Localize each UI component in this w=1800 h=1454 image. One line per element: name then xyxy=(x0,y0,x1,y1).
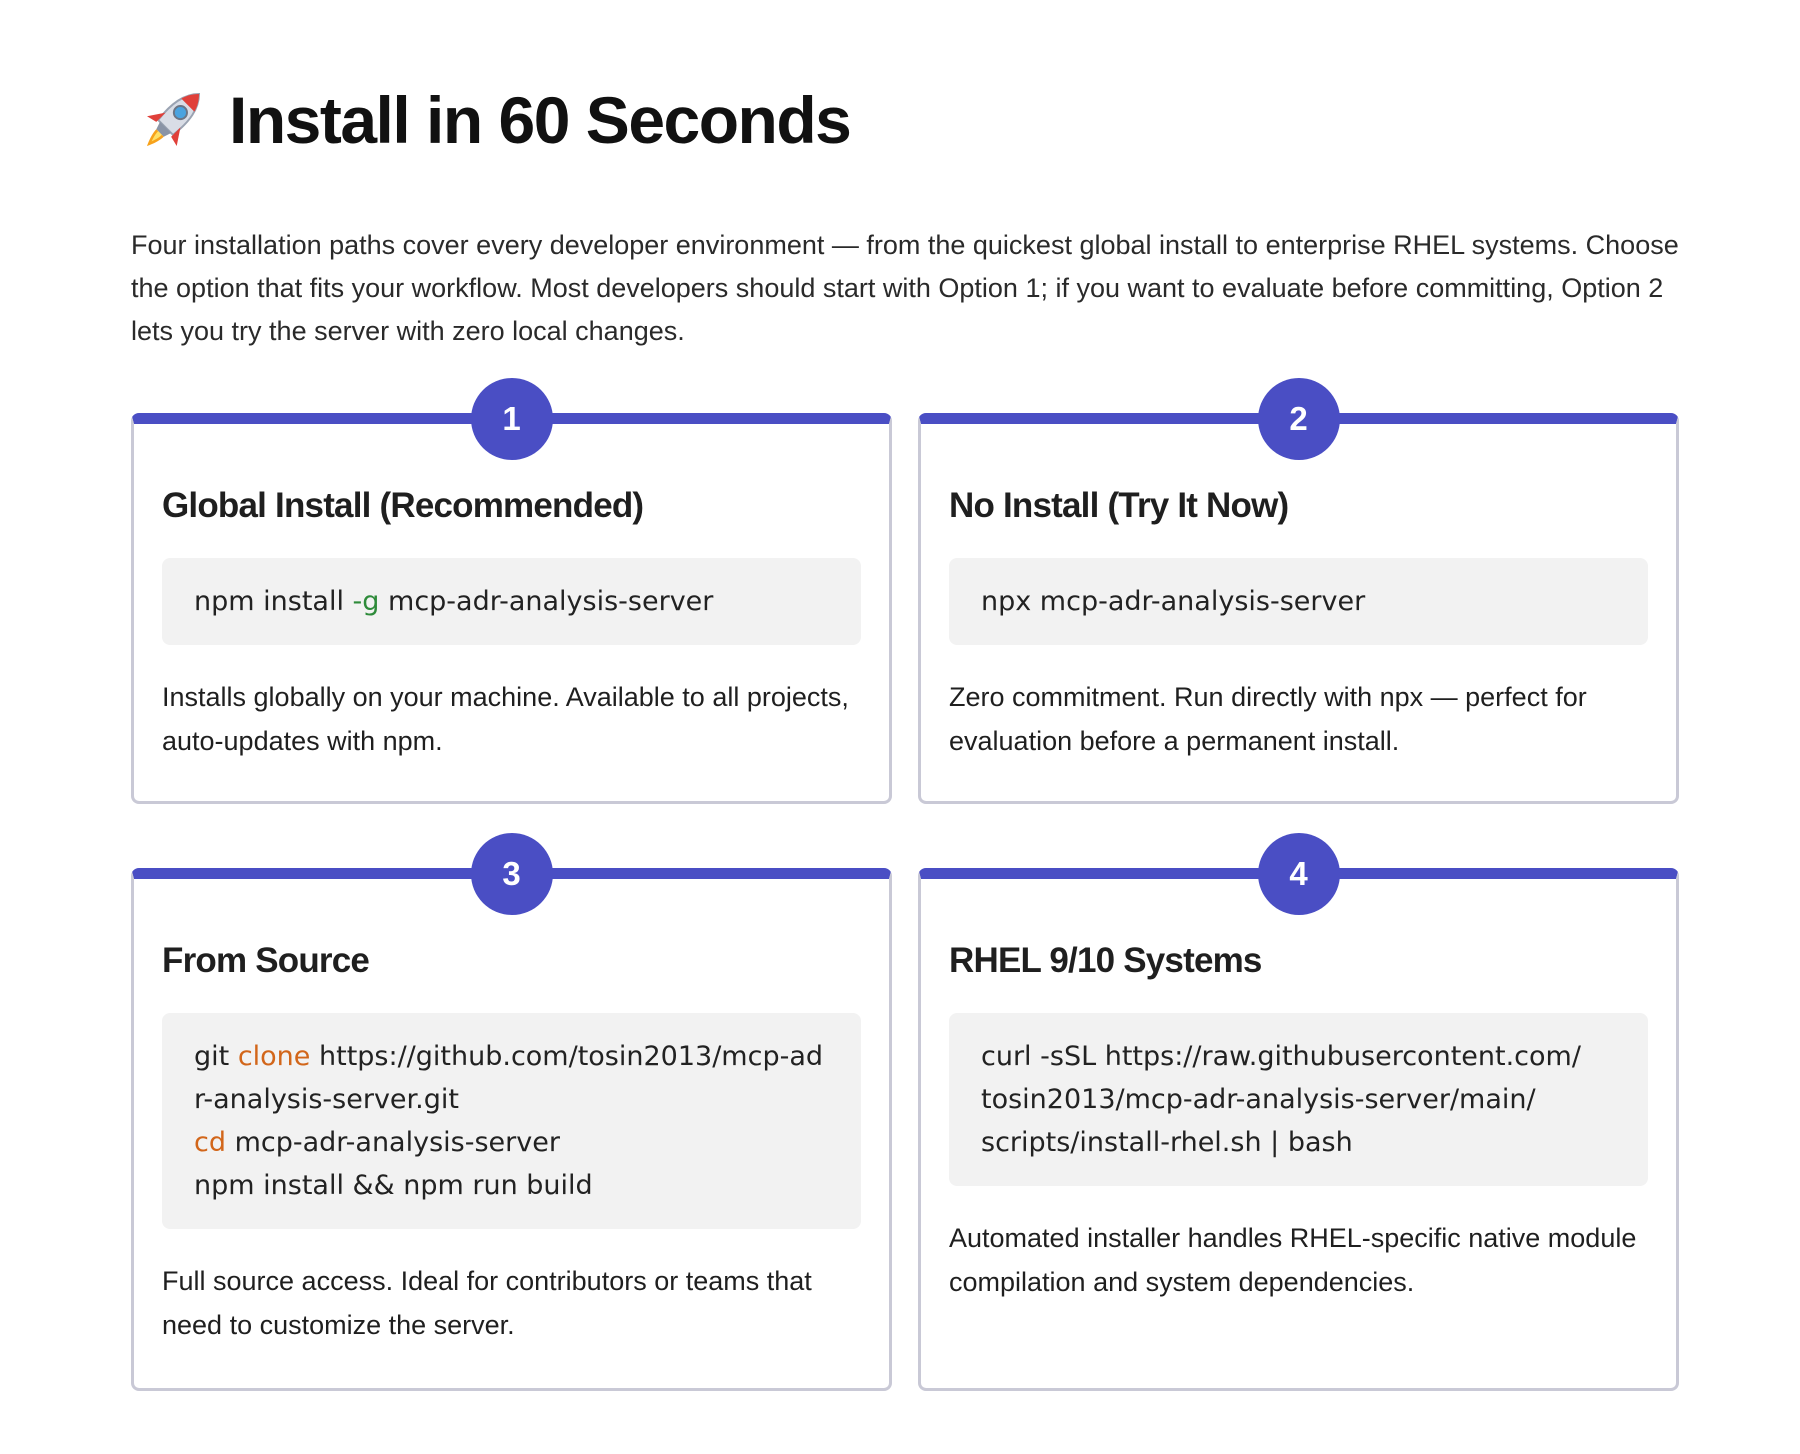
step-badge: 4 xyxy=(1257,833,1340,915)
code-line: tosin2013/mcp-adr-analysis-server/main/ xyxy=(981,1084,1536,1115)
code-text: https://github.com/tosin2013/mcp-adr-ana… xyxy=(194,1041,824,1115)
title-row: Install in 60 Seconds xyxy=(131,70,1679,170)
code-text: mcp-adr-analysis-server xyxy=(225,1127,560,1158)
card-title: From Source xyxy=(162,941,370,980)
rocket-icon xyxy=(131,78,215,162)
step-badge: 3 xyxy=(470,833,553,915)
card-description: Automated installer handles RHEL-specifi… xyxy=(949,1223,1637,1297)
option-card-from-source: 3 From Source git clone https://github.c… xyxy=(131,833,892,1391)
code-text: npx mcp-adr-analysis-server xyxy=(981,586,1366,617)
code-block[interactable]: npx mcp-adr-analysis-server xyxy=(949,558,1648,645)
card-description: Full source access. Ideal for contributo… xyxy=(162,1266,812,1340)
code-block[interactable]: git clone https://github.com/tosin2013/m… xyxy=(162,1013,861,1229)
card-description: Installs globally on your machine. Avail… xyxy=(162,682,849,756)
card-title: Global Install (Recommended) xyxy=(162,486,644,525)
step-badge: 1 xyxy=(470,378,553,460)
page: Install in 60 Seconds Four installation … xyxy=(131,70,1679,1391)
code-line: git clone https://github.com/tosin2013/m… xyxy=(194,1035,829,1121)
option-card-rhel: 4 RHEL 9/10 Systems curl -sSL https://ra… xyxy=(918,833,1679,1391)
page-title: Install in 60 Seconds xyxy=(229,83,852,157)
step-badge: 2 xyxy=(1257,378,1340,460)
option-card-no-install: 2 No Install (Try It Now) npx mcp-adr-an… xyxy=(918,378,1679,804)
code-block[interactable]: npm install -g mcp-adr-analysis-server xyxy=(162,558,861,645)
card-title: RHEL 9/10 Systems xyxy=(949,941,1262,980)
code-line: npm install && npm run build xyxy=(194,1170,593,1201)
code-line: cd mcp-adr-analysis-server xyxy=(194,1121,829,1164)
option-card-global-install: 1 Global Install (Recommended) npm insta… xyxy=(131,378,892,804)
code-block[interactable]: curl -sSL https://raw.githubusercontent.… xyxy=(949,1013,1648,1186)
code-keyword: clone xyxy=(237,1041,311,1072)
intro-paragraph: Four installation paths cover every deve… xyxy=(131,230,1679,346)
code-text: mcp-adr-analysis-server xyxy=(379,586,714,617)
card-title: No Install (Try It Now) xyxy=(949,486,1289,525)
code-text: npm install xyxy=(194,586,353,617)
code-flag: -g xyxy=(352,586,380,617)
code-keyword: cd xyxy=(194,1127,226,1158)
code-text: git xyxy=(194,1041,238,1072)
code-line: curl -sSL https://raw.githubusercontent.… xyxy=(981,1041,1581,1072)
card-description: Zero commitment. Run directly with npx —… xyxy=(949,682,1587,756)
code-line: scripts/install-rhel.sh | bash xyxy=(981,1127,1353,1158)
